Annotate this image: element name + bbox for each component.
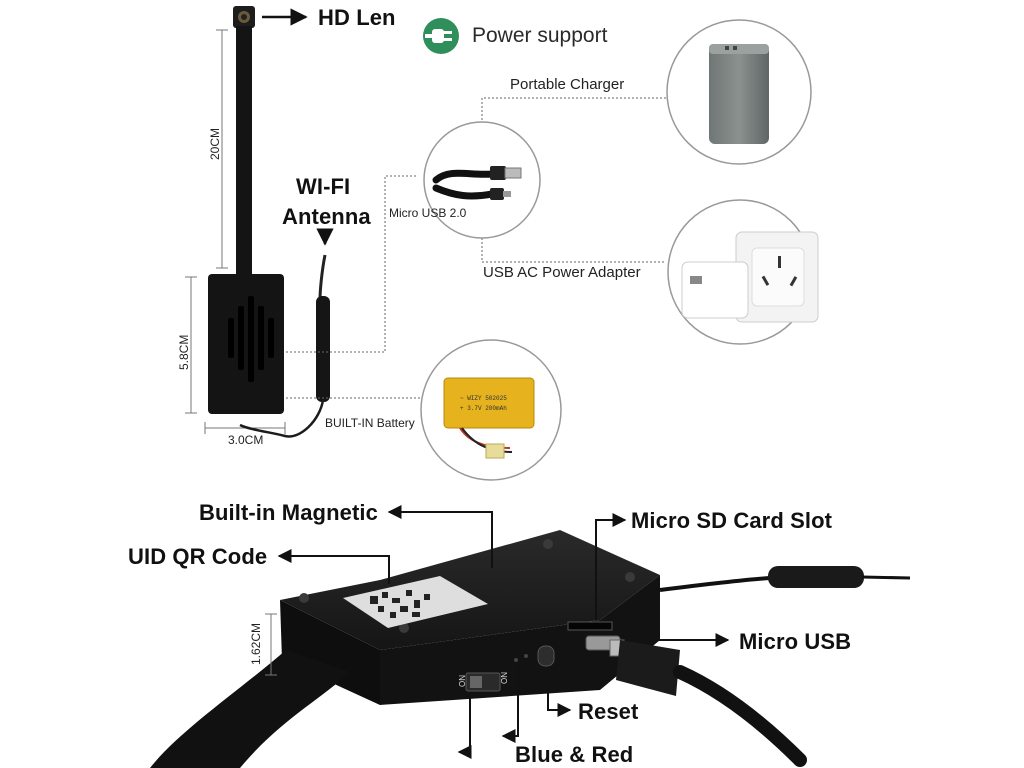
- reset-label: Reset: [578, 699, 639, 724]
- dashed-connectors: [286, 97, 666, 399]
- blue-red-led-label: Blue & Red: [515, 742, 634, 767]
- dim-5-8cm: [185, 276, 197, 414]
- power-plug-icon: [423, 18, 459, 54]
- dim-3-0cm-label: 3.0CM: [228, 433, 264, 447]
- camera-module-body: [208, 274, 284, 414]
- micro-sd-slot-label: Micro SD Card Slot: [631, 508, 833, 533]
- micro-usb-label: Micro USB: [739, 629, 852, 654]
- battery-print-line2: + 3.7V 200mAh: [460, 405, 507, 412]
- switch-mark-right: ON: [500, 672, 509, 684]
- dim-5-8cm-label: 5.8CM: [177, 334, 191, 370]
- power-support-label: Power support: [472, 24, 608, 47]
- usb-ac-adapter-label: USB AC Power Adapter: [483, 264, 641, 281]
- hd-len-label: HD Len: [318, 5, 396, 30]
- battery-print-line1: ~ WIZY 502025: [460, 395, 507, 402]
- portable-charger-image: [666, 19, 812, 165]
- dim-1-62cm-label: 1.62CM: [249, 622, 263, 665]
- micro-usb-cable-image: [423, 121, 541, 239]
- device-callouts: [277, 505, 730, 759]
- device-ribbon-cable: [150, 650, 350, 768]
- usb-ac-adapter-image: [667, 199, 819, 345]
- ribbon-cable: [236, 26, 252, 276]
- battery-label: BUILT-IN Battery: [325, 416, 415, 430]
- device-antenna-cable: [659, 566, 911, 592]
- dvr-device: [280, 530, 660, 705]
- battery-image: [420, 339, 562, 481]
- wifi-antenna: [239, 254, 330, 438]
- wifi-label-line2: Antenna: [282, 204, 371, 229]
- portable-charger-label: Portable Charger: [510, 76, 625, 93]
- dim-1-62cm: [265, 613, 277, 676]
- wifi-label-line1: WI-FI: [296, 174, 351, 199]
- switch-mark-left: ON: [458, 675, 467, 687]
- dim-20cm: [216, 29, 228, 269]
- built-in-magnetic-label: Built-in Magnetic: [199, 500, 378, 525]
- micro-usb-2-label: Micro USB 2.0: [389, 206, 467, 220]
- hd-lens: [233, 6, 255, 28]
- dim-20cm-label: 20CM: [208, 127, 222, 160]
- uid-qr-code-label: UID QR Code: [128, 544, 268, 569]
- micro-usb-plug: [609, 639, 807, 767]
